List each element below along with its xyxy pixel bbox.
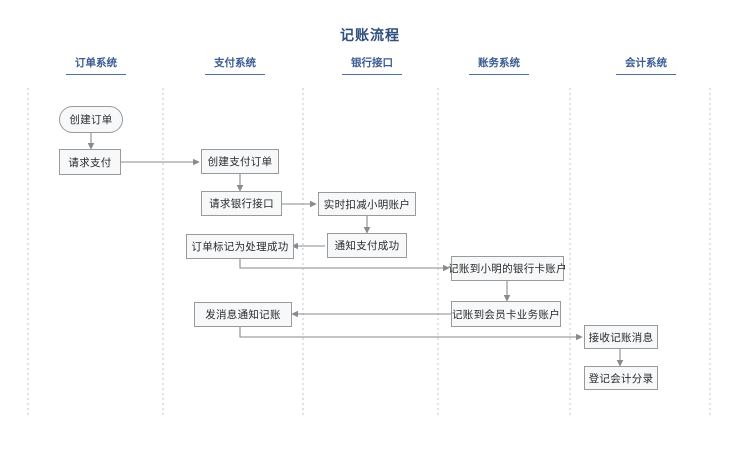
node-order-marked-success[interactable]: 订单标记为处理成功 [186, 234, 294, 259]
lane-header-finance: 会计系统 [616, 55, 676, 75]
node-request-payment[interactable]: 请求支付 [59, 149, 121, 175]
node-notify-payment-success[interactable]: 通知支付成功 [327, 233, 407, 258]
page-title: 记账流程 [340, 27, 400, 43]
lane-header-payment: 支付系统 [205, 55, 265, 75]
node-request-bank-interface[interactable]: 请求银行接口 [201, 191, 282, 216]
node-register-accounting-entry[interactable]: 登记会计分录 [584, 366, 658, 390]
lane-header-account: 账务系统 [469, 55, 529, 75]
lane-header-bank: 银行接口 [342, 55, 402, 75]
node-send-message-notify-posting[interactable]: 发消息通知记账 [194, 302, 292, 327]
node-create-order[interactable]: 创建订单 [59, 106, 123, 133]
node-post-to-bank-card-account[interactable]: 记账到小明的银行卡账户 [448, 256, 567, 281]
node-create-payment-order[interactable]: 创建支付订单 [201, 149, 279, 174]
node-post-to-member-card-account[interactable]: 记账到会员卡业务账户 [451, 301, 561, 327]
node-receive-posting-message[interactable]: 接收记账消息 [584, 325, 658, 349]
edge-n7-n8 [239, 259, 450, 272]
node-realtime-deduct-account[interactable]: 实时扣减小明账户 [318, 192, 416, 216]
edge-n10-n11 [239, 327, 583, 341]
lane-header-order: 订单系统 [66, 55, 126, 75]
